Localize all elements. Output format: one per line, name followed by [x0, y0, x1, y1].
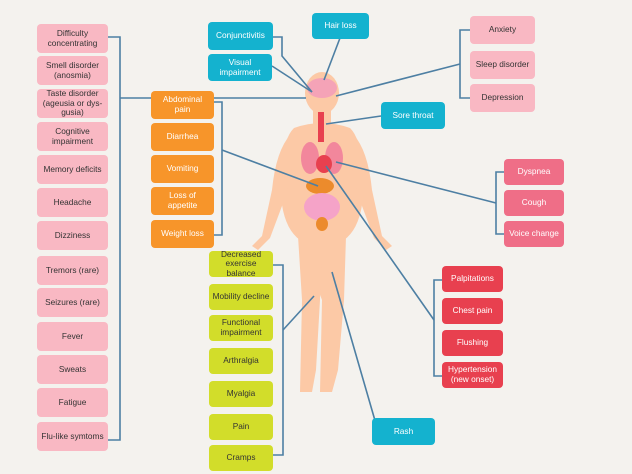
symptom-label: Sweats	[58, 363, 87, 374]
symptom-box-chest-pain: Chest pain	[442, 298, 503, 324]
symptom-box-dizziness: Dizziness	[37, 221, 108, 250]
symptom-box-palpitations: Palpitations	[442, 266, 503, 292]
throat-icon	[318, 112, 324, 142]
symptom-label: Dizziness	[54, 229, 91, 240]
symptom-label: Flushing	[456, 337, 489, 348]
symptom-box-rash: Rash	[372, 418, 435, 445]
lungs-icon	[301, 142, 319, 174]
symptom-label: Cramps	[226, 452, 256, 463]
brain-icon	[307, 78, 337, 98]
symptom-label: Fever	[61, 330, 84, 341]
symptom-label: Smell disorder (anosmia)	[45, 59, 100, 80]
symptom-box-smell-disorder-anosmia: Smell disorder (anosmia)	[37, 56, 108, 85]
symptom-label: Abdominal pain	[162, 94, 203, 114]
symptom-label: Tremors (rare)	[45, 264, 100, 275]
symptom-label: Conjunctivitis	[216, 30, 265, 41]
symptom-label: Dyspnea	[517, 166, 551, 177]
symptom-label: Depression	[481, 92, 524, 103]
symptom-box-flu-like-symtoms: Flu-like symtoms	[37, 422, 108, 451]
symptom-box-visual-impairment: Visual impairment	[208, 54, 272, 81]
symptom-box-flushing: Flushing	[442, 330, 503, 356]
symptom-label: Memory deficits	[43, 163, 102, 174]
symptom-box-cognitive-impairment: Cognitive impairment	[37, 122, 108, 151]
symptom-label: Sore throat	[392, 109, 434, 120]
symptom-box-seizures-rare: Seizures (rare)	[37, 288, 108, 317]
symptom-label: Functional impairment	[220, 317, 262, 337]
symptom-label: Chest pain	[452, 305, 493, 316]
intestines-icon	[304, 193, 340, 221]
symptom-box-decreased-exercise-balance: Decreased exercise balance	[209, 248, 273, 278]
symptom-box-fatigue: Fatigue	[37, 388, 108, 417]
symptom-label: Sleep disorder	[475, 59, 530, 70]
symptom-label: Hair loss	[324, 20, 357, 31]
symptom-box-sore-throat: Sore throat	[381, 102, 445, 129]
symptom-label: Cough	[521, 197, 547, 208]
symptom-box-headache: Headache	[37, 188, 108, 217]
symptom-box-arthralgia: Arthralgia	[209, 348, 273, 374]
symptom-box-sweats: Sweats	[37, 355, 108, 384]
symptom-box-dyspnea: Dyspnea	[504, 159, 564, 185]
symptom-label: Arthralgia	[223, 355, 259, 366]
symptom-box-functional-impairment: Functional impairment	[209, 315, 273, 341]
symptom-box-cramps: Cramps	[209, 445, 273, 471]
symptom-label: Taste disorder (ageusia or dys-gusia)	[42, 88, 103, 118]
stomach-icon	[306, 178, 334, 194]
symptom-label: Hypertension (new onset)	[448, 364, 497, 384]
symptom-label: Visual impairment	[219, 56, 261, 77]
bladder-icon	[316, 217, 328, 231]
symptom-box-depression: Depression	[470, 84, 535, 112]
symptom-label: Fatigue	[58, 396, 87, 407]
symptom-box-weight-loss: Weight loss	[151, 220, 214, 248]
symptom-box-anxiety: Anxiety	[470, 16, 535, 44]
symptom-label: Difficulty concentrating	[47, 27, 98, 48]
symptom-box-abdominal-pain: Abdominal pain	[151, 91, 214, 119]
symptom-box-tremors-rare: Tremors (rare)	[37, 256, 108, 285]
symptom-label: Weight loss	[161, 228, 204, 239]
symptom-box-hair-loss: Hair loss	[312, 13, 369, 39]
symptom-label: Diarrhea	[166, 131, 199, 142]
symptom-box-mobility-decline: Mobility decline	[209, 284, 273, 310]
symptom-label: Pain	[232, 421, 250, 432]
symptom-box-hypertension-new-onset: Hypertension (new onset)	[442, 362, 503, 388]
symptom-label: Anxiety	[488, 24, 517, 35]
symptom-label: Cognitive impairment	[51, 125, 94, 146]
symptom-box-voice-change: Voice change	[504, 221, 564, 247]
symptom-label: Voice change	[509, 228, 559, 239]
symptom-box-loss-of-appetite: Loss of appetite	[151, 187, 214, 215]
symptom-box-fever: Fever	[37, 322, 108, 351]
symptom-label: Loss of appetite	[167, 190, 198, 210]
symptom-box-conjunctivitis: Conjunctivitis	[208, 22, 273, 50]
symptom-box-cough: Cough	[504, 190, 564, 216]
symptom-label: Flu-like symtoms	[41, 430, 104, 441]
symptom-label: Rash	[393, 425, 414, 436]
symptom-box-diarrhea: Diarrhea	[151, 123, 214, 151]
symptom-box-vomiting: Vomiting	[151, 155, 214, 183]
symptom-label: Palpitations	[451, 273, 494, 284]
symptom-box-myalgia: Myalgia	[209, 381, 273, 407]
symptom-label: Mobility decline	[212, 291, 270, 302]
symptom-box-pain: Pain	[209, 414, 273, 440]
symptom-box-taste-disorder-ageusia-or-dys-gusia: Taste disorder (ageusia or dys-gusia)	[37, 88, 108, 118]
symptom-label: Vomiting	[166, 163, 199, 174]
symptom-label: Headache	[53, 196, 92, 207]
symptom-label: Myalgia	[226, 388, 256, 399]
symptom-box-memory-deficits: Memory deficits	[37, 155, 108, 184]
symptom-label: Decreased exercise balance	[220, 248, 262, 278]
symptom-box-difficulty-concentrating: Difficulty concentrating	[37, 24, 108, 53]
symptom-box-sleep-disorder: Sleep disorder	[470, 51, 535, 79]
symptom-label: Seizures (rare)	[45, 296, 100, 307]
